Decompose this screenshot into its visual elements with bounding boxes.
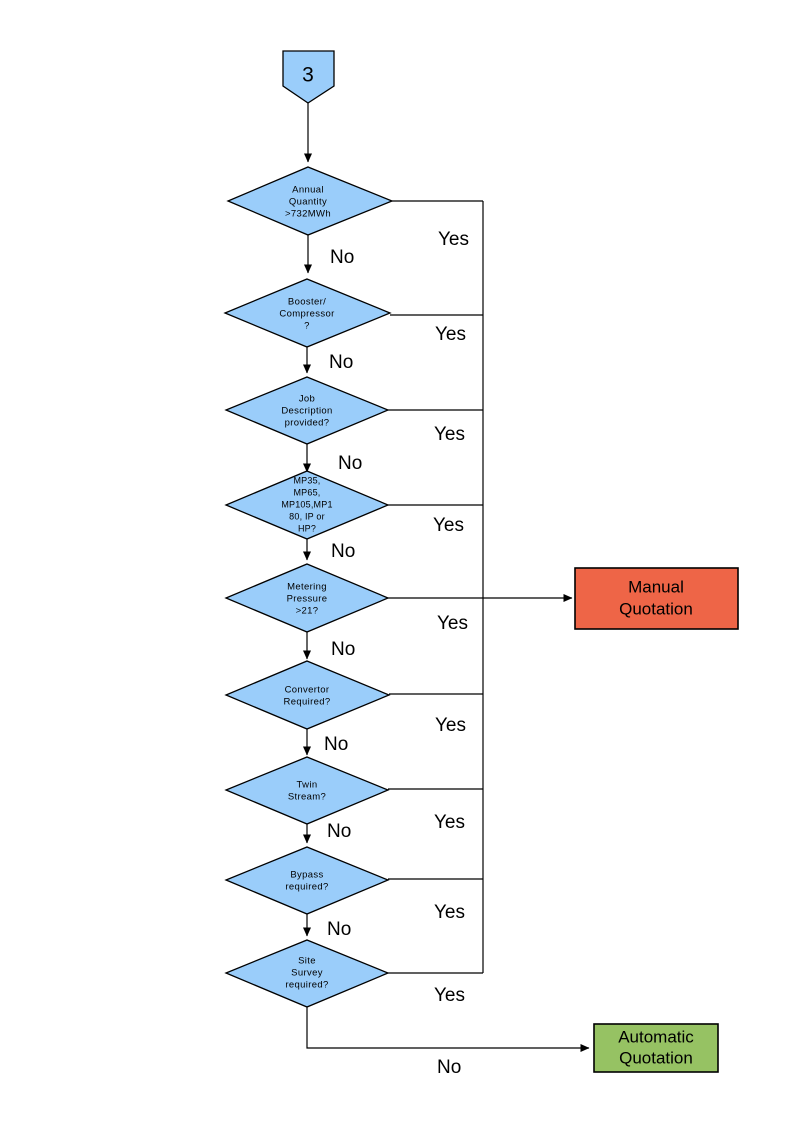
edge-label-twin-stream-no: No: [327, 821, 351, 842]
decision-meter-type-line-1: MP35,: [293, 475, 320, 485]
decision-annual-quantity[interactable]: Annual Quantity >732MWh: [226, 166, 394, 236]
decision-booster-compressor-line-2: Compressor: [279, 309, 334, 320]
decision-job-description[interactable]: Job Description provided?: [224, 376, 390, 445]
edge-label-site-survey-no: No: [437, 1057, 461, 1078]
decision-booster-compressor[interactable]: Booster/ Compressor ?: [223, 278, 392, 348]
outcome-manual-quotation-line-2: Quotation: [619, 599, 693, 618]
edge-label-booster-compressor-no: No: [329, 352, 353, 373]
decision-site-survey-line-1: Site: [298, 956, 316, 967]
decision-meter-type-line-2: MP65,: [293, 487, 320, 497]
decision-twin-stream-line-1: Twin: [297, 780, 318, 791]
edge-label-job-description-no: No: [338, 453, 362, 474]
decision-meter-type-line-5: HP?: [298, 523, 316, 533]
decision-convertor-required-line-1: Convertor: [285, 685, 330, 696]
decision-bypass-required[interactable]: Bypass required?: [224, 846, 390, 915]
edge-label-annual-quantity-yes: Yes: [438, 229, 469, 250]
edge-label-bypass-required-yes: Yes: [434, 902, 465, 923]
decision-booster-compressor-line-3: ?: [304, 321, 310, 332]
edge-label-job-description-yes: Yes: [434, 424, 465, 445]
edge-label-site-survey-yes: Yes: [434, 985, 465, 1006]
decision-convertor-required-line-2: Required?: [284, 697, 331, 708]
start-node-3[interactable]: 3: [282, 50, 335, 104]
edge-label-meter-type-yes: Yes: [433, 515, 464, 536]
decision-job-description-line-1: Job: [299, 394, 315, 405]
decision-annual-quantity-line-1: Annual: [292, 185, 324, 196]
edge-label-metering-pressure-no: No: [331, 639, 355, 660]
decision-site-survey-line-2: Survey: [291, 968, 323, 979]
decision-bypass-required-line-2: required?: [285, 882, 328, 893]
decision-meter-type-line-4: 80, IP or: [289, 511, 325, 521]
decision-twin-stream[interactable]: Twin Stream?: [224, 756, 390, 825]
edge-label-booster-compressor-yes: Yes: [435, 324, 466, 345]
edge-label-convertor-required-no: No: [324, 734, 348, 755]
decision-job-description-line-3: provided?: [285, 418, 330, 429]
decision-site-survey-line-3: required?: [285, 980, 328, 991]
decision-metering-pressure[interactable]: Metering Pressure >21?: [224, 563, 390, 633]
outcome-manual-quotation-shape: [574, 567, 739, 630]
edge-label-bypass-required-no: No: [327, 919, 351, 940]
outcome-automatic-quotation-line-1: Automatic: [618, 1027, 694, 1046]
decision-metering-pressure-line-1: Metering: [287, 582, 327, 593]
edge-label-meter-type-no: No: [331, 541, 355, 562]
connector-site-survey-no-to-automatic: [306, 1007, 590, 1052]
decision-metering-pressure-line-3: >21?: [296, 606, 319, 617]
outcome-manual-quotation[interactable]: Manual Quotation: [574, 567, 739, 630]
edge-label-twin-stream-yes: Yes: [434, 812, 465, 833]
decision-site-survey[interactable]: Site Survey required?: [224, 939, 390, 1008]
edge-label-convertor-required-yes: Yes: [435, 715, 466, 736]
decision-booster-compressor-line-1: Booster/: [288, 297, 326, 308]
decision-annual-quantity-line-2: Quantity: [289, 197, 327, 208]
outcome-automatic-quotation-shape: [593, 1023, 719, 1073]
decision-meter-type-line-3: MP105,MP1: [281, 499, 332, 509]
start-pentagon-shape: [282, 50, 335, 104]
decision-job-description-line-2: Description: [281, 406, 332, 417]
outcome-manual-quotation-line-1: Manual: [628, 577, 684, 596]
decision-convertor-required[interactable]: Convertor Required?: [224, 660, 391, 730]
edge-label-annual-quantity-no: No: [330, 247, 354, 268]
edge-label-metering-pressure-yes: Yes: [437, 613, 468, 634]
decision-annual-quantity-line-3: >732MWh: [285, 209, 331, 220]
outcome-automatic-quotation[interactable]: Automatic Quotation: [593, 1023, 719, 1073]
start-node-label: 3: [302, 64, 314, 87]
decision-twin-stream-line-2: Stream?: [288, 792, 326, 803]
decision-meter-type[interactable]: MP35, MP65, MP105,MP1 80, IP or HP?: [224, 470, 390, 540]
decision-metering-pressure-line-2: Pressure: [287, 594, 328, 605]
outcome-automatic-quotation-line-2: Quotation: [619, 1048, 693, 1067]
decision-bypass-required-line-1: Bypass: [290, 870, 323, 881]
